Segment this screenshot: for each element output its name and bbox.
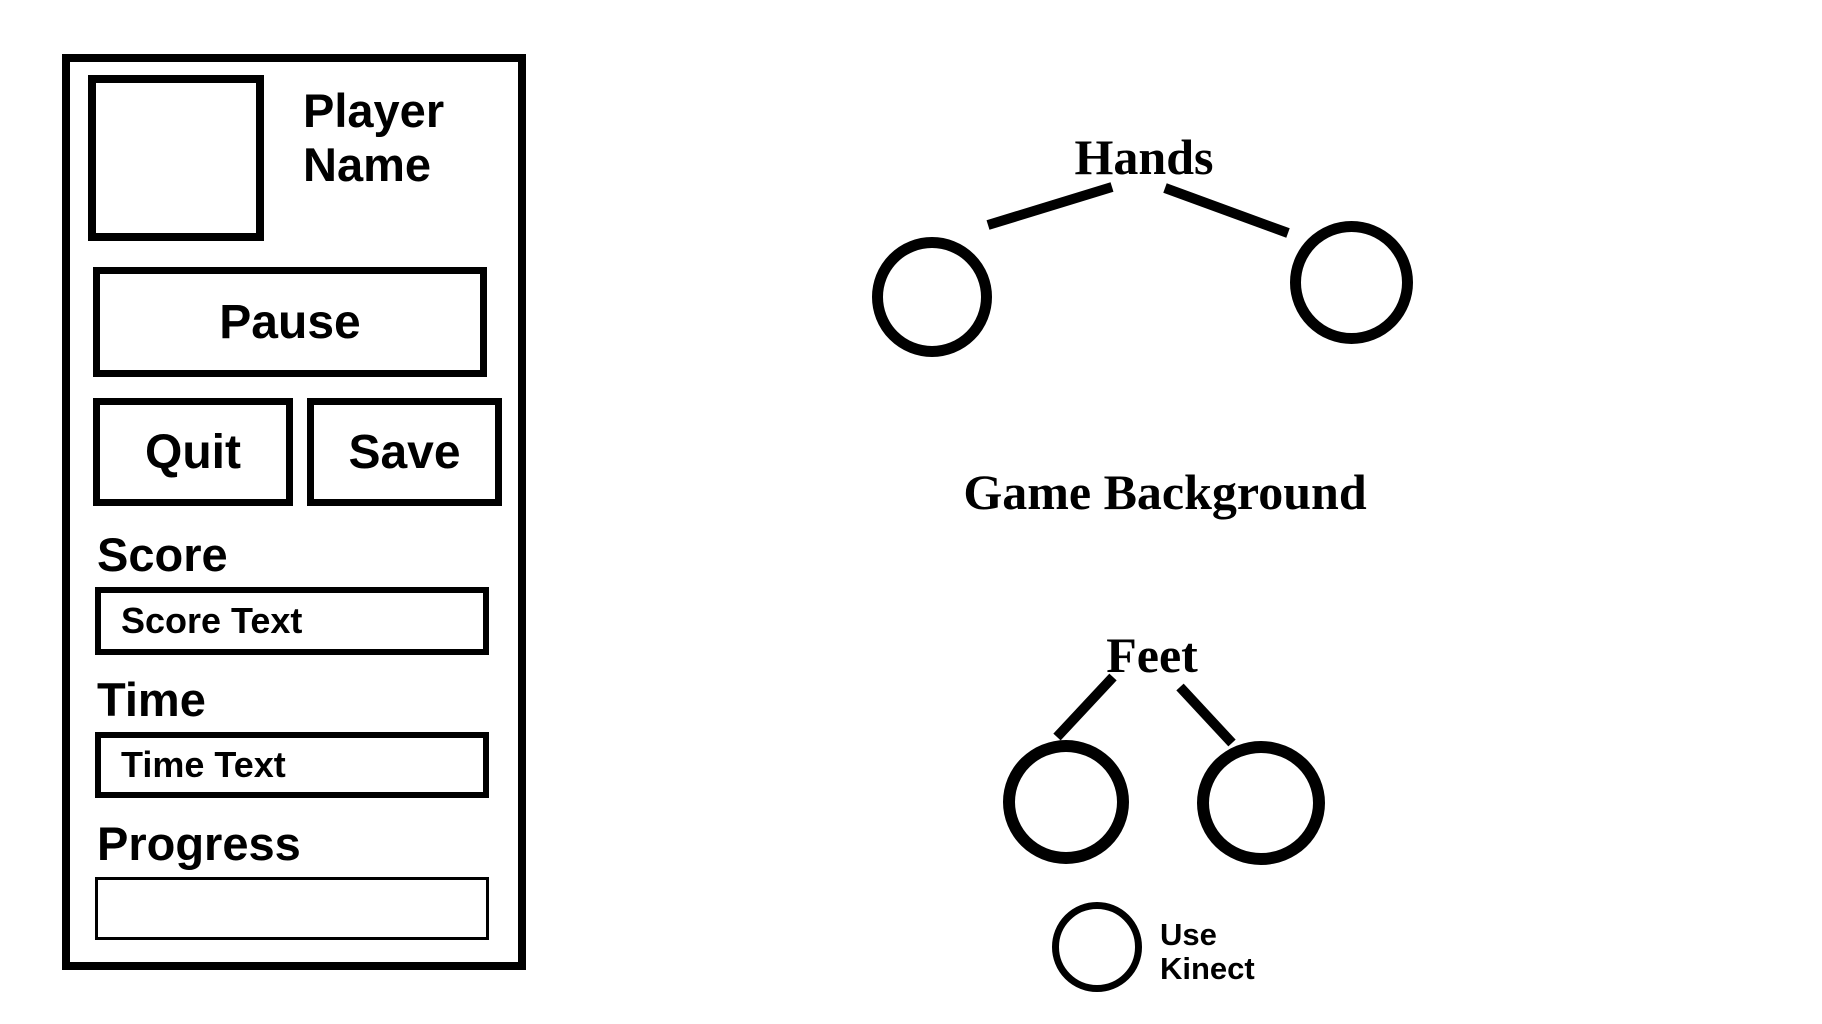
foot-right-tracker-circle (1197, 741, 1325, 865)
use-kinect-label: Use Kinect (1160, 917, 1255, 986)
time-label: Time (97, 673, 206, 726)
progress-bar-placeholder (95, 877, 489, 940)
pause-button[interactable]: Pause (93, 267, 487, 377)
feet-right-leader-line (1176, 683, 1236, 747)
feet-label: Feet (1106, 627, 1198, 683)
hands-label: Hands (1074, 129, 1214, 185)
score-value-text: Score Text (121, 600, 303, 641)
time-value-text: Time Text (121, 744, 286, 785)
hand-right-tracker-circle (1290, 221, 1413, 344)
progress-label: Progress (97, 817, 301, 870)
save-button[interactable]: Save (307, 398, 502, 506)
hand-left-tracker-circle (872, 237, 992, 357)
player-avatar-placeholder (88, 75, 264, 241)
game-background-label: Game Background (963, 464, 1367, 520)
score-value-box: Score Text (95, 587, 489, 655)
time-value-box: Time Text (95, 732, 489, 798)
quit-button[interactable]: Quit (93, 398, 293, 506)
player-name-label: Player Name (303, 84, 445, 191)
foot-left-tracker-circle (1003, 740, 1129, 864)
hands-right-leader-line (1163, 183, 1290, 238)
feet-left-leader-line (1053, 673, 1117, 741)
hands-left-leader-line (986, 182, 1114, 230)
use-kinect-toggle-circle[interactable] (1052, 902, 1142, 992)
score-label: Score (97, 528, 228, 581)
